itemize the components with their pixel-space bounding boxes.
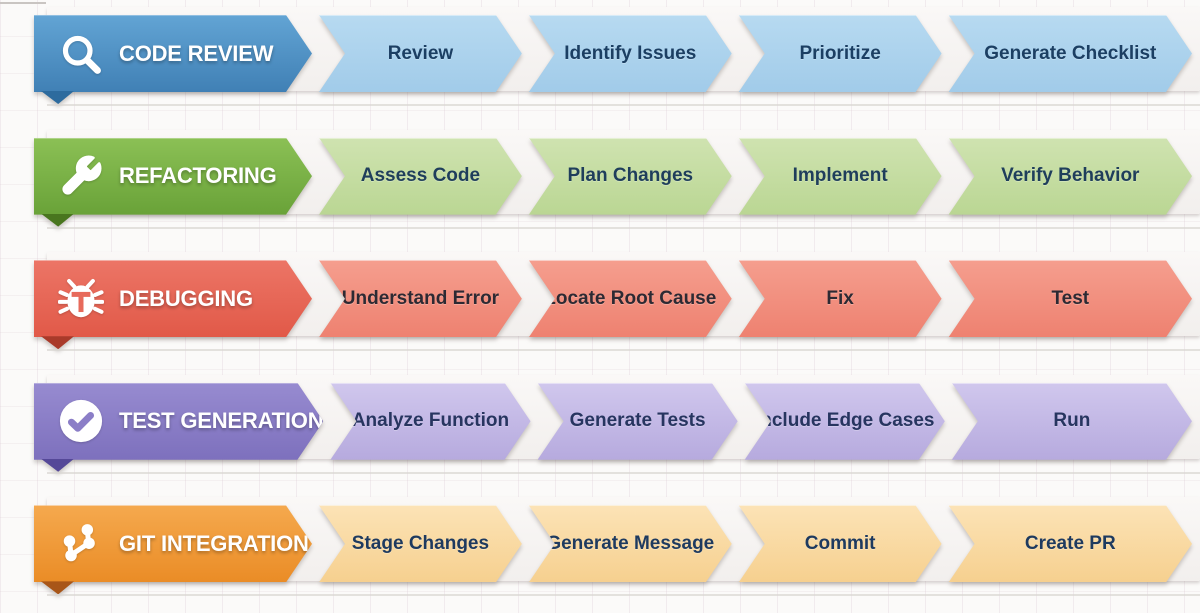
stage-title: DEBUGGING — [119, 285, 253, 311]
stage-header-test-generation: TEST GENERATION — [34, 383, 323, 460]
row-divider — [47, 349, 1200, 352]
workflow-step: Generate Checklist — [949, 15, 1192, 92]
ribbon: DEBUGGING Understand Error Locate Root C… — [34, 260, 1192, 350]
workflow-step: Prioritize — [739, 15, 942, 92]
workflow-step: Test — [949, 260, 1192, 337]
ribbon-fold — [41, 336, 74, 350]
workflow-step: Understand Error — [319, 260, 522, 337]
step-label: Prioritize — [799, 42, 881, 64]
check-circle-icon — [58, 398, 104, 444]
ribbon: GIT INTEGRATION Stage Changes Generate M… — [34, 505, 1192, 595]
workflow-step: Review — [319, 15, 522, 92]
row-divider — [47, 594, 1200, 597]
step-label: Verify Behavior — [1001, 165, 1140, 187]
workflow-step: Generate Message — [529, 505, 732, 582]
workflow-step: Analyze Function — [330, 383, 530, 460]
step-label: Plan Changes — [567, 165, 694, 187]
step-label: Run — [1053, 410, 1091, 432]
workflow-step: Include Edge Cases — [745, 383, 945, 460]
workflow-step: Generate Tests — [538, 383, 738, 460]
step-label: Include Edge Cases — [754, 410, 935, 432]
workflow-step: Implement — [739, 138, 942, 215]
workflow-step: Commit — [739, 505, 942, 582]
step-label: Commit — [804, 532, 876, 554]
workflow-step: Run — [952, 383, 1192, 460]
step-label: Analyze Function — [351, 410, 510, 432]
stage-header-debugging: DEBUGGING — [34, 260, 312, 337]
ribbon-fold — [41, 458, 74, 472]
workflow-step: Locate Root Cause — [529, 260, 732, 337]
step-label: Create PR — [1024, 532, 1116, 554]
step-label: Generate Checklist — [984, 42, 1157, 64]
ribbon: CODE REVIEW Review Identify Issues Prior… — [34, 15, 1192, 104]
step-label: Generate Tests — [569, 410, 706, 432]
stage-header-git-integration: GIT INTEGRATION — [34, 505, 312, 582]
step-label: Review — [387, 42, 454, 64]
ribbon-fold — [41, 91, 74, 104]
workflow-step: Create PR — [949, 505, 1192, 582]
step-label: Fix — [826, 287, 854, 309]
workflow-step: Assess Code — [319, 138, 522, 215]
workflow-row-git-integration: GIT INTEGRATION Stage Changes Generate M… — [0, 490, 1200, 613]
step-label: Locate Root Cause — [544, 287, 717, 309]
ribbon-fold — [41, 581, 74, 595]
ribbon: REFACTORING Assess Code Plan Changes Imp… — [34, 138, 1192, 227]
stage-title: CODE REVIEW — [119, 40, 274, 66]
workflow-step: Fix — [739, 260, 942, 337]
step-label: Stage Changes — [351, 532, 490, 554]
row-divider — [47, 471, 1200, 474]
workflow-step: Identify Issues — [529, 15, 732, 92]
workflow-row-test-generation: TEST GENERATION Analyze Function Generat… — [0, 368, 1200, 491]
workflow-step: Verify Behavior — [949, 138, 1192, 215]
row-divider — [47, 226, 1200, 229]
row-divider — [47, 104, 1200, 106]
stage-title: REFACTORING — [119, 163, 277, 189]
search-icon — [58, 31, 104, 77]
step-label: Test — [1051, 287, 1090, 309]
wrench-icon — [58, 153, 104, 199]
workflow-step: Plan Changes — [529, 138, 732, 215]
stage-title: TEST GENERATION — [119, 408, 324, 434]
workflow-row-code-review: CODE REVIEW Review Identify Issues Prior… — [0, 0, 1200, 123]
workflow-step: Stage Changes — [319, 505, 522, 582]
git-branch-icon — [58, 521, 104, 567]
step-label: Implement — [792, 165, 888, 187]
bug-icon — [58, 276, 104, 322]
stage-header-refactoring: REFACTORING — [34, 138, 312, 215]
stage-header-code-review: CODE REVIEW — [34, 15, 312, 92]
workflow-row-debugging: DEBUGGING Understand Error Locate Root C… — [0, 245, 1200, 368]
step-label: Identify Issues — [564, 42, 697, 64]
ribbon-fold — [41, 213, 74, 227]
step-label: Generate Message — [546, 532, 715, 554]
stage-title: GIT INTEGRATION — [119, 530, 309, 556]
step-label: Understand Error — [341, 287, 500, 309]
ribbon: TEST GENERATION Analyze Function Generat… — [34, 383, 1192, 472]
step-label: Assess Code — [360, 165, 481, 187]
workflow-row-refactoring: REFACTORING Assess Code Plan Changes Imp… — [0, 123, 1200, 246]
